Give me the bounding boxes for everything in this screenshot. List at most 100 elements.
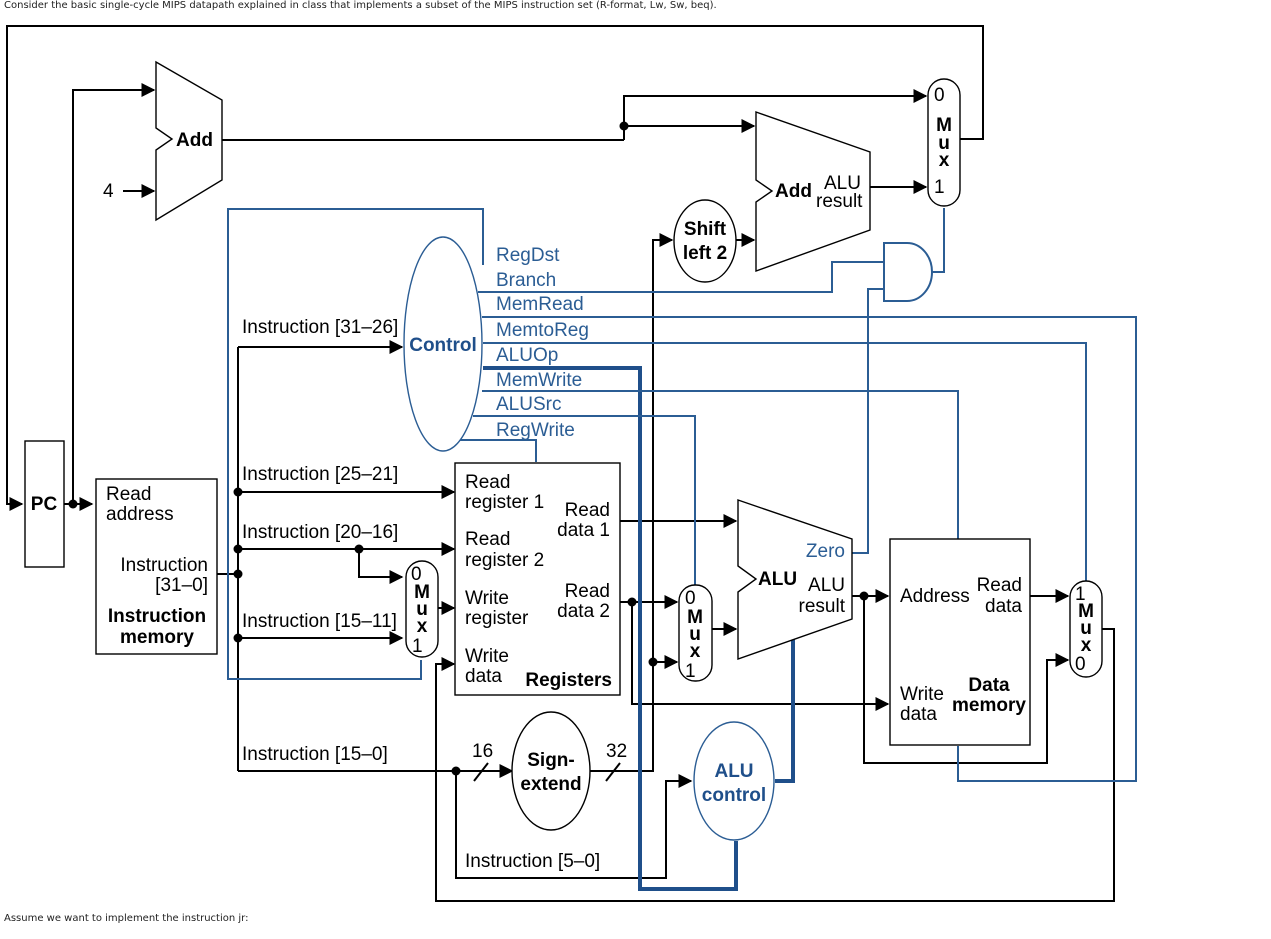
regdst-mux-in0: 0 bbox=[411, 564, 422, 585]
regdst-mux bbox=[405, 560, 439, 658]
regdst-mux-m: M bbox=[414, 582, 430, 603]
shift-label-1: Shift bbox=[684, 219, 727, 240]
signal-aluop: ALUOp bbox=[496, 345, 558, 366]
alu-control-1: ALU bbox=[714, 761, 753, 782]
reg-write-data-b: data bbox=[465, 666, 502, 687]
alusrc-mux bbox=[678, 584, 713, 682]
imem-in-1: Read bbox=[106, 484, 151, 505]
pc-adder bbox=[155, 60, 223, 222]
reg-write-data-a: Write bbox=[465, 646, 509, 667]
constant-four: 4 bbox=[103, 181, 114, 202]
signal-regdst: RegDst bbox=[496, 245, 560, 266]
alu-result-2: result bbox=[799, 596, 846, 617]
shift-left-2 bbox=[673, 199, 737, 283]
control-signal-labels: RegDst Branch MemRead MemtoReg ALUOp Mem… bbox=[496, 245, 589, 441]
reg-read1-b: register 1 bbox=[465, 492, 544, 513]
branch-adder-label: Add bbox=[775, 181, 812, 202]
instruction-field-labels: Instruction [31–26] Instruction [25–21] … bbox=[242, 317, 600, 872]
imem-out-1: Instruction bbox=[120, 555, 208, 576]
alusrc-mux-u: u bbox=[689, 624, 701, 645]
branch-mux-u: u bbox=[938, 133, 950, 154]
instruction-memory bbox=[95, 478, 218, 655]
branch-adder bbox=[755, 111, 871, 272]
dmem-write-1: Write bbox=[900, 684, 944, 705]
reg-rd2-b: data 2 bbox=[557, 601, 610, 622]
field-funct: Instruction [5–0] bbox=[465, 851, 600, 872]
imem-title-1: Instruction bbox=[108, 606, 206, 627]
reg-read2-a: Read bbox=[465, 529, 510, 550]
control-unit bbox=[403, 236, 483, 452]
dmem-write-2: data bbox=[900, 704, 937, 725]
memtoreg-mux-x: x bbox=[1081, 635, 1092, 656]
sign-extend-1: Sign- bbox=[527, 750, 575, 771]
reg-write-reg-a: Write bbox=[465, 588, 509, 609]
memtoreg-mux-m: M bbox=[1078, 601, 1094, 622]
alusrc-mux-in0: 0 bbox=[685, 588, 696, 609]
memtoreg-mux bbox=[1069, 580, 1103, 678]
branch-mux-in0: 0 bbox=[934, 85, 945, 106]
question-followup: Assume we want to implement the instruct… bbox=[4, 913, 249, 924]
memtoreg-mux-in1: 1 bbox=[1075, 584, 1086, 605]
register-file bbox=[454, 462, 621, 696]
field-rs: Instruction [25–21] bbox=[242, 464, 398, 485]
memtoreg-mux-u: u bbox=[1080, 618, 1092, 639]
pc-adder-label: Add bbox=[176, 130, 213, 151]
sign-extend bbox=[511, 711, 591, 831]
dmem-read-1: Read bbox=[977, 575, 1022, 596]
datapath-wires bbox=[6, 25, 1115, 902]
alusrc-mux-in1: 1 bbox=[685, 661, 696, 682]
dmem-read-2: data bbox=[985, 596, 1022, 617]
main-alu bbox=[737, 499, 853, 660]
shift-label-2: left 2 bbox=[683, 243, 727, 264]
reg-read2-b: register 2 bbox=[465, 550, 544, 571]
bits-32: 32 bbox=[606, 741, 627, 762]
branch-mux-in1: 1 bbox=[934, 177, 945, 198]
signal-alusrc: ALUSrc bbox=[496, 394, 561, 415]
signal-branch: Branch bbox=[496, 270, 556, 291]
dmem-title-1: Data bbox=[968, 675, 1010, 696]
dmem-address: Address bbox=[900, 586, 970, 607]
registers-title: Registers bbox=[525, 670, 612, 691]
reg-read1-a: Read bbox=[465, 472, 510, 493]
alu-zero: Zero bbox=[806, 541, 845, 562]
control-label: Control bbox=[409, 335, 477, 356]
alu-result-1: ALU bbox=[808, 575, 845, 596]
imem-in-2: address bbox=[106, 504, 174, 525]
field-rd: Instruction [15–11] bbox=[242, 611, 397, 632]
data-memory bbox=[889, 538, 1031, 746]
memtoreg-mux-in0: 0 bbox=[1075, 654, 1086, 675]
dmem-title-2: memory bbox=[952, 695, 1026, 716]
alu-control bbox=[693, 721, 775, 841]
regdst-mux-u: u bbox=[416, 599, 428, 620]
regdst-mux-in1: 1 bbox=[412, 636, 423, 657]
field-rt: Instruction [20–16] bbox=[242, 522, 398, 543]
branch-mux-x: x bbox=[939, 150, 950, 171]
field-imm: Instruction [15–0] bbox=[242, 744, 388, 765]
signal-memtoreg: MemtoReg bbox=[496, 320, 589, 341]
branch-adder-out-2: result bbox=[816, 191, 863, 212]
signal-memwrite: MemWrite bbox=[496, 370, 582, 391]
alu-label: ALU bbox=[758, 569, 797, 590]
alusrc-mux-m: M bbox=[687, 607, 703, 628]
sign-extend-2: extend bbox=[520, 774, 581, 795]
pc-label: PC bbox=[31, 494, 58, 515]
question-caption: Consider the basic single-cycle MIPS dat… bbox=[4, 0, 717, 11]
alu-control-2: control bbox=[702, 785, 766, 806]
branch-mux bbox=[927, 78, 961, 207]
reg-write-reg-b: register bbox=[465, 608, 529, 629]
signal-memread: MemRead bbox=[496, 294, 584, 315]
imem-title-2: memory bbox=[120, 627, 194, 648]
bits-16: 16 bbox=[472, 741, 493, 762]
branch-mux-m: M bbox=[936, 115, 952, 136]
reg-rd2-a: Read bbox=[565, 581, 610, 602]
regdst-mux-x: x bbox=[417, 616, 428, 637]
pc-register bbox=[24, 440, 65, 568]
imem-out-2: [31–0] bbox=[155, 575, 208, 596]
control-wires bbox=[227, 208, 1137, 891]
reg-rd1-a: Read bbox=[565, 500, 610, 521]
field-op: Instruction [31–26] bbox=[242, 317, 398, 338]
branch-adder-out-1: ALU bbox=[824, 173, 861, 194]
signal-regwrite: RegWrite bbox=[496, 420, 575, 441]
alusrc-mux-x: x bbox=[690, 641, 701, 662]
